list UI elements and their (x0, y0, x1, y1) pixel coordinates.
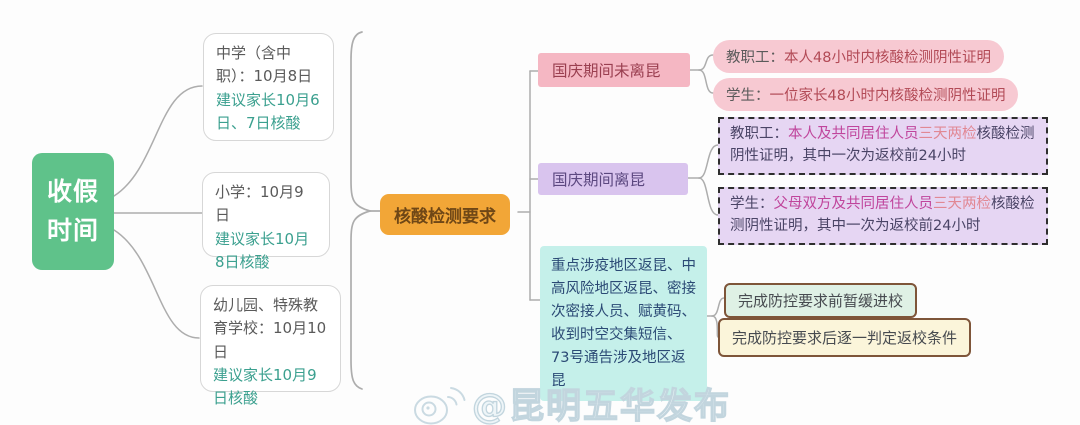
pink-bracket (689, 54, 714, 94)
root-node-holiday-return-time: 收假时间 (32, 153, 114, 270)
requirement-text: 一位家长48小时内核酸检测阴性证明 (769, 88, 1006, 104)
branch-kindergarten-special-school: 幼儿园、特殊教育学校：10月10日 建议家长10月9日核酸 (200, 285, 341, 407)
center-branch-lines (517, 70, 541, 301)
category-risk-area-returnees: 重点涉疫地区返昆、中高风险地区返昆、密接次密接人员、赋黄码、收到时空交集短信、7… (540, 246, 707, 402)
center-node-nucleic-acid-requirements: 核酸检测要求 (380, 194, 510, 235)
frequency-text: 三天两检 (933, 196, 991, 212)
requirement-student-48h: 学生：一位家长48小时内核酸检测阴性证明 (713, 78, 1019, 111)
requirement-text: 核酸检测阴性证明，其中一次为返校前24小时 (730, 126, 1035, 164)
weibo-icon (414, 386, 466, 424)
role-label: 学生： (726, 88, 770, 104)
branch-suggestion-text: 建议家长10月8日核酸 (215, 229, 310, 271)
result-suspend-entry: 完成防控要求前暂缓进校 (724, 283, 918, 318)
requirement-student-3day-2test: 学生：父母双方及共同居住人员三天两检核酸检测阴性证明，其中一次为返校前24小时 (718, 187, 1048, 245)
branch-suggestion-text: 建议家长10月9日核酸 (213, 365, 317, 407)
role-label: 教职工： (726, 50, 784, 66)
branch-date-text: 中学（含中职）：10月8日 (216, 44, 313, 86)
requirement-text: 本人48小时内核酸检测阴性证明 (784, 50, 991, 66)
watermark: @昆明五华发布 (412, 378, 731, 425)
frequency-text: 三天两检 (918, 126, 977, 142)
branch-suggestion-text: 建议家长10月6日、7日核酸 (216, 90, 320, 132)
category-left-kunming: 国庆期间离昆 (538, 163, 688, 195)
role-label: 学生： (730, 196, 774, 212)
result-case-by-case-judgement: 完成防控要求后逐一判定返校条件 (718, 318, 972, 357)
category-stayed-in-kunming: 国庆期间未离昆 (538, 53, 690, 87)
cyan-bracket (706, 297, 725, 338)
scope-text: 本人及共同居住人员 (788, 126, 919, 142)
requirement-text: 核酸检测阴性证明，其中一次为返校前24小时 (730, 196, 1035, 234)
purple-bracket (687, 144, 719, 216)
role-label: 教职工： (730, 126, 788, 142)
curly-brace (350, 31, 382, 390)
branch-date-text: 小学：10月9日 (215, 183, 304, 225)
scope-text: 父母双方及共同居住人员 (773, 196, 934, 212)
requirement-staff-3day-2test: 教职工：本人及共同居住人员三天两检核酸检测阴性证明，其中一次为返校前24小时 (718, 117, 1048, 175)
root-branch-curves (113, 85, 203, 339)
branch-date-text: 幼儿园、特殊教育学校：10月10日 (213, 296, 327, 361)
watermark-handle: @昆明五华发布 (471, 386, 732, 425)
requirement-staff-48h: 教职工：本人48小时内核酸检测阴性证明 (713, 40, 1004, 73)
branch-primary-school: 小学：10月9日 建议家长10月8日核酸 (202, 172, 330, 271)
branch-middle-school: 中学（含中职）：10月8日 建议家长10月6日、7日核酸 (203, 33, 334, 141)
